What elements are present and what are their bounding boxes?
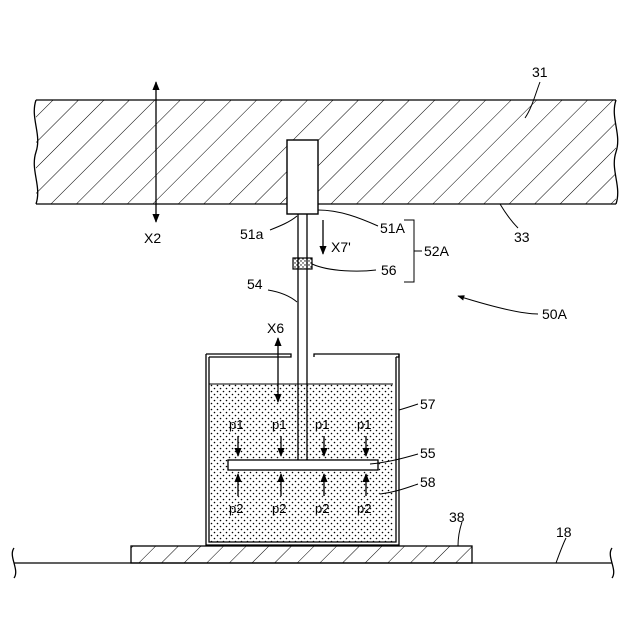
- p1-label: p1: [272, 417, 286, 432]
- label-33: 33: [514, 229, 530, 245]
- p2-label: p2: [229, 501, 243, 516]
- leader-57: [399, 404, 418, 410]
- label-31: 31: [532, 64, 548, 80]
- label-50A: 50A: [542, 306, 568, 322]
- device-block-51A: [287, 140, 318, 214]
- base-38: [131, 546, 472, 563]
- leader-38: [458, 522, 462, 546]
- p1-label: p1: [229, 417, 243, 432]
- p1-label: p1: [315, 417, 329, 432]
- p2-label: p2: [272, 501, 286, 516]
- leader-56: [312, 264, 376, 271]
- leader-51a: [270, 216, 297, 230]
- label-51A: 51A: [380, 220, 406, 236]
- arrow-50A: [458, 296, 538, 314]
- label-54: 54: [247, 276, 263, 292]
- coupling-56: [293, 258, 312, 269]
- label-52A: 52A: [424, 243, 450, 259]
- label-51a: 51a: [240, 226, 264, 242]
- container-57: [206, 354, 399, 545]
- p2-label: p2: [357, 501, 371, 516]
- leader-54: [268, 290, 297, 302]
- label-58: 58: [420, 474, 436, 490]
- label-55: 55: [420, 445, 436, 461]
- label-38: 38: [449, 509, 465, 525]
- bracket-52A: [404, 220, 414, 282]
- leader-51A: [318, 210, 378, 226]
- label-x6: X6: [267, 320, 284, 336]
- plate-55: [228, 460, 378, 470]
- label-x7: X7': [331, 239, 351, 255]
- p1-label: p1: [357, 417, 371, 432]
- label-57: 57: [420, 396, 436, 412]
- label-56: 56: [381, 262, 397, 278]
- ceiling-structure: [34, 100, 617, 204]
- leader-18: [556, 538, 566, 563]
- p2-label: p2: [315, 501, 329, 516]
- label-x2: X2: [144, 230, 161, 246]
- label-18: 18: [556, 524, 572, 540]
- leader-33: [500, 204, 518, 228]
